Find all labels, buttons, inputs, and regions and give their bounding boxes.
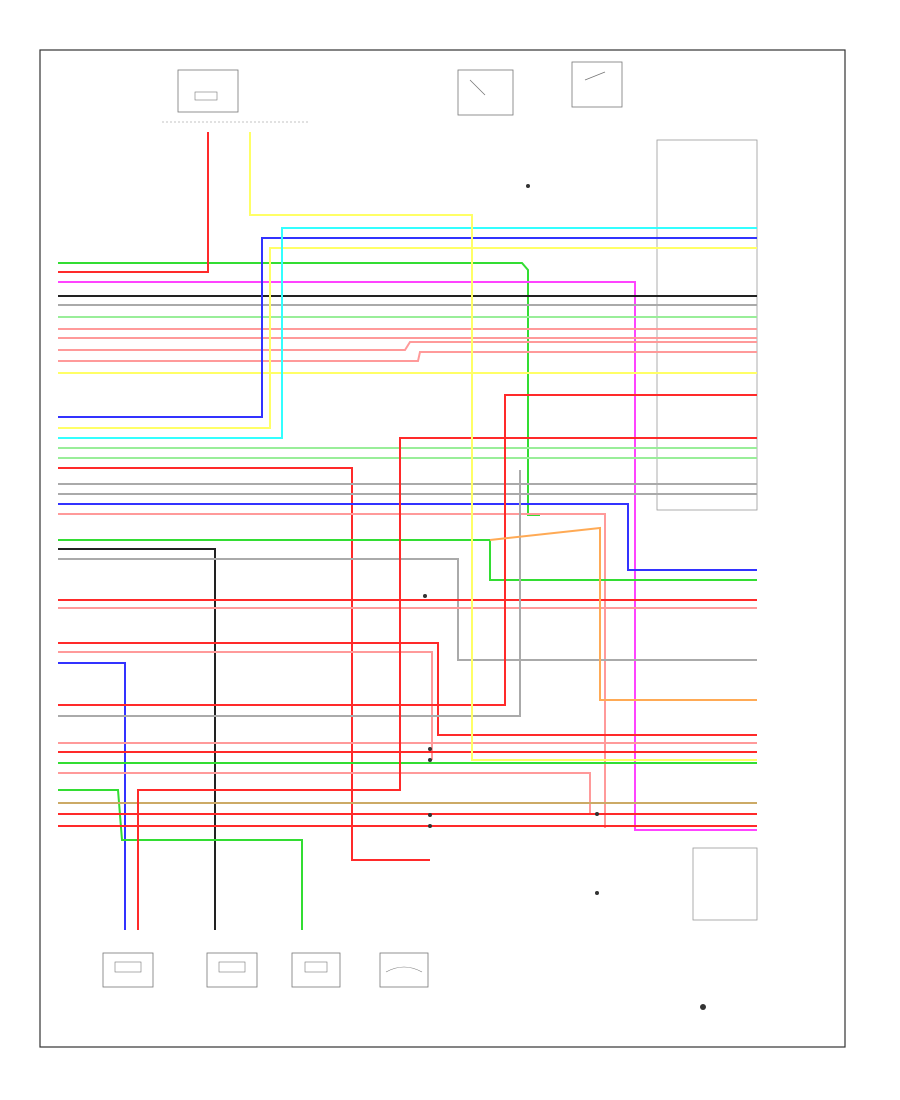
bottom-sensor-1 bbox=[102, 952, 154, 988]
wire-red bbox=[58, 132, 209, 273]
wire-pink bbox=[58, 351, 757, 362]
wire-green bbox=[58, 262, 540, 516]
wire-orange bbox=[489, 526, 757, 701]
wire-group bbox=[58, 132, 757, 930]
wire-magenta bbox=[58, 281, 757, 831]
wire-cyan bbox=[58, 227, 757, 439]
top-middle-switch bbox=[457, 69, 514, 116]
wire-blue bbox=[58, 662, 126, 930]
wire-red bbox=[137, 437, 757, 930]
diagram-frame bbox=[39, 49, 846, 1048]
module-connector-outline bbox=[656, 139, 758, 511]
bottom-sensor-2 bbox=[206, 952, 258, 988]
wire-red bbox=[58, 467, 430, 861]
wire-black bbox=[58, 548, 216, 930]
wire-pink bbox=[58, 341, 757, 351]
wire-red bbox=[58, 394, 757, 706]
wire-blue bbox=[58, 503, 757, 571]
wire-pink bbox=[58, 772, 757, 815]
wire-pink bbox=[58, 651, 433, 760]
top-left-sensor bbox=[162, 69, 310, 123]
splice-points bbox=[423, 184, 599, 895]
wire-green bbox=[58, 789, 303, 930]
wire-yellow bbox=[58, 247, 757, 429]
bottom-switch bbox=[291, 952, 341, 988]
ground-connector-outline bbox=[692, 847, 758, 921]
wire-green bbox=[58, 539, 757, 581]
wire-yellow bbox=[249, 132, 757, 761]
wire-pink bbox=[58, 513, 606, 828]
wire-blue bbox=[58, 237, 757, 418]
wire-gray bbox=[58, 470, 521, 717]
wire-red bbox=[58, 642, 757, 736]
top-right-relay bbox=[571, 61, 623, 108]
ground-icon bbox=[700, 1004, 706, 1010]
wire-gray bbox=[58, 558, 757, 661]
bottom-actuator bbox=[379, 952, 429, 988]
